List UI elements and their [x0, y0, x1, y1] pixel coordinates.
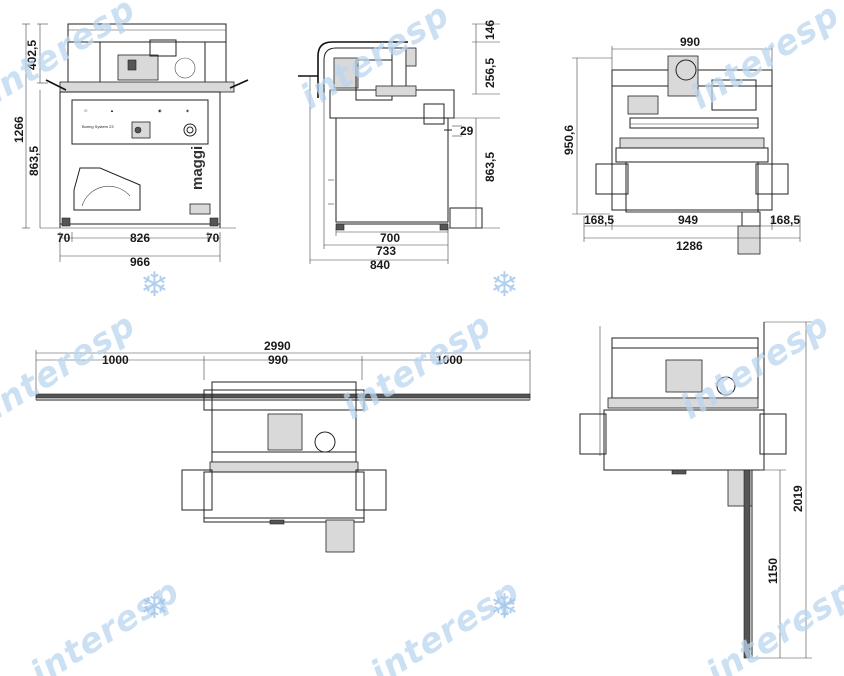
- svg-text:▲: ▲: [110, 108, 114, 113]
- dim-side-step: 29: [460, 124, 474, 138]
- brand-label: maggi: [189, 146, 206, 190]
- dim-plan-right-ext: 1000: [436, 353, 463, 367]
- dim-front-total-width: 966: [130, 255, 150, 269]
- dim-front-body-width: 826: [130, 231, 150, 245]
- dim-top-left: 168,5: [584, 213, 614, 227]
- dim-front-top: 402,5: [25, 40, 39, 70]
- side-view: 146 256,5 29 863,5 700 733 840: [298, 20, 500, 272]
- dim-side-base: 700: [380, 231, 400, 245]
- dim-side-middle: 733: [376, 244, 396, 258]
- dim-ext-total: 2019: [791, 485, 805, 512]
- svg-text:◉: ◉: [158, 108, 162, 113]
- dim-front-right-offset: 70: [206, 231, 220, 245]
- svg-text:◈: ◈: [186, 108, 190, 113]
- snowflake-icon: ❄: [140, 587, 169, 627]
- dim-top-width: 990: [680, 35, 700, 49]
- dim-side-top: 146: [483, 20, 497, 40]
- dim-top-height: 950,6: [562, 125, 576, 155]
- dim-top-right: 168,5: [770, 213, 800, 227]
- dim-front-body: 863,5: [27, 146, 41, 176]
- snowflake-icon: ❄: [140, 265, 169, 305]
- dim-front-total-height: 1266: [12, 116, 26, 143]
- svg-text:☉: ☉: [84, 108, 88, 113]
- top-view: 990 950,6 168,5 949 168,5 1286: [562, 35, 800, 255]
- plan-side-ext-view: 2019 1150: [579, 321, 812, 659]
- panel-label: Boring System 23: [82, 124, 114, 129]
- watermark-text: interesp: [684, 0, 844, 118]
- dim-plan-left-ext: 1000: [102, 353, 129, 367]
- watermark-text: interesp: [336, 305, 499, 428]
- dim-plan-total: 2990: [264, 339, 291, 353]
- dim-side-body: 863,5: [483, 152, 497, 182]
- dim-front-left-offset: 70: [57, 231, 71, 245]
- plan-extended-view: 2990 1000 990 1000: [35, 339, 531, 553]
- snowflake-icon: ❄: [490, 587, 519, 627]
- dim-ext-length: 1150: [766, 558, 780, 584]
- dim-side-total: 840: [370, 258, 390, 272]
- dim-top-center: 949: [678, 213, 698, 227]
- front-view: Boring System 23 ☉ ▲ ◉ ◈ maggi 402,5 126…: [12, 23, 249, 269]
- dim-top-total: 1286: [676, 239, 703, 253]
- dim-plan-center: 990: [268, 353, 288, 367]
- snowflake-icon: ❄: [490, 265, 519, 305]
- watermark-text: interesp: [700, 571, 844, 676]
- dim-side-mid: 256,5: [483, 58, 497, 88]
